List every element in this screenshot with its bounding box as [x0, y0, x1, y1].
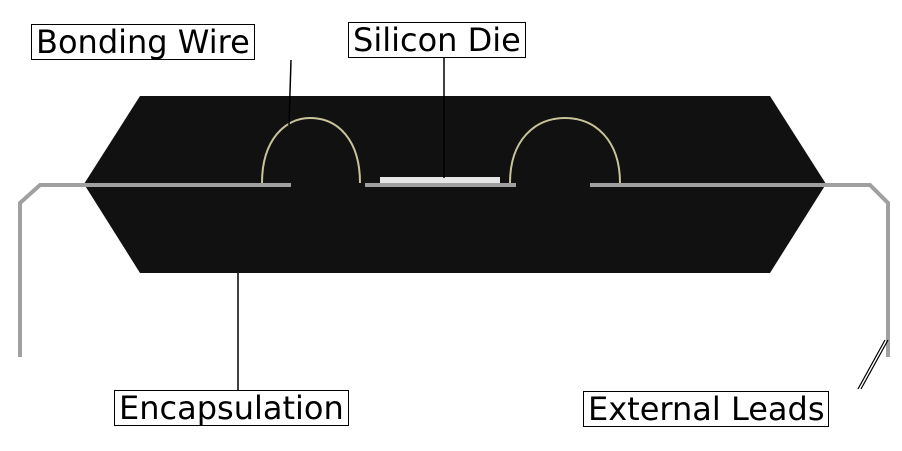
- external-leads-leader-b: [860, 339, 889, 390]
- bonding-wire-leader: [288, 59, 292, 126]
- bonding-wire-label: Bonding Wire: [31, 24, 255, 60]
- left-bonding-wire: [261, 116, 361, 184]
- right-bonding-wire: [509, 116, 621, 184]
- external-leads-leader-a: [857, 339, 886, 390]
- right-external-lead: [815, 183, 890, 357]
- silicon-die: [380, 177, 500, 183]
- external-leads-label: External Leads: [583, 391, 830, 427]
- left-external-lead: [18, 183, 92, 357]
- silicon-die-label: Silicon Die: [348, 22, 526, 58]
- encapsulation-label: Encapsulation: [114, 390, 349, 426]
